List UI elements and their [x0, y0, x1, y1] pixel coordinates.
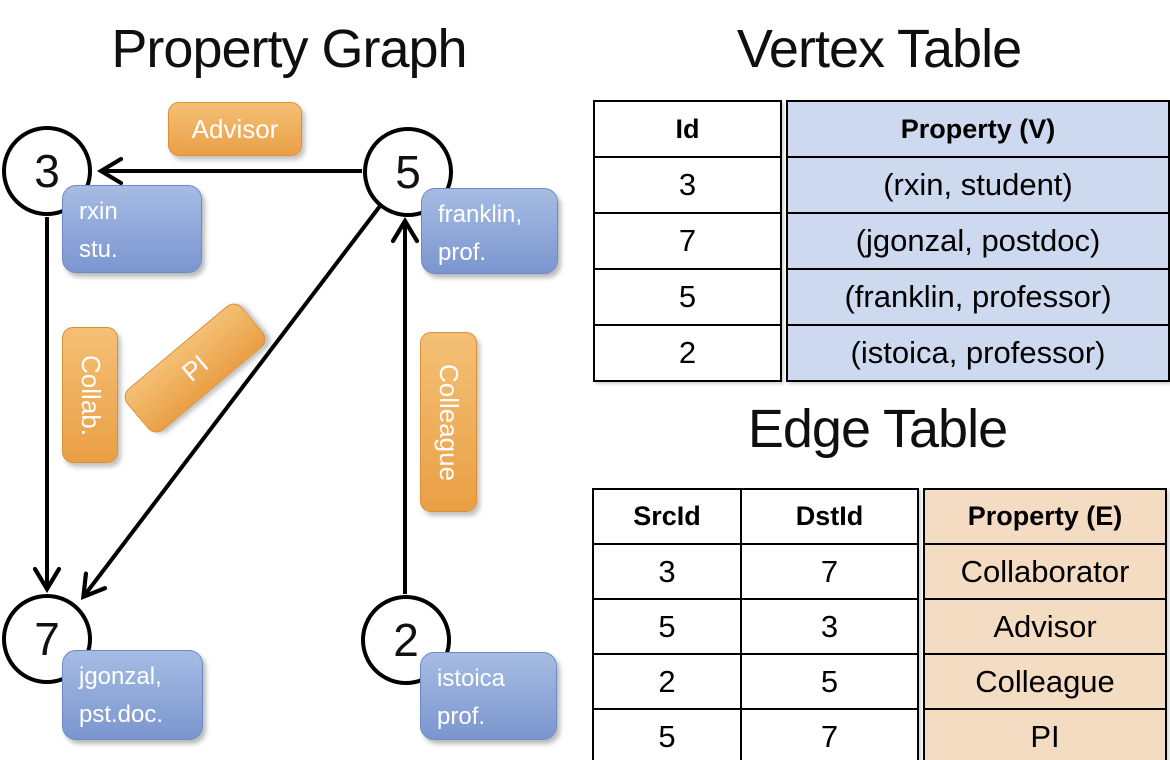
edge-table-srcid-cell: 5: [658, 608, 676, 644]
vertex-table-property-cell: (istoica, professor): [788, 324, 1168, 380]
edge-table-property-cell: PI: [925, 708, 1165, 760]
vertex-table-id-cell: 2: [595, 324, 780, 380]
vertex-table-header-id: Id: [675, 113, 700, 144]
edge-table-id-row: 2 5: [594, 653, 917, 708]
vertex-table-id-cell: 7: [595, 212, 780, 268]
vertex-label-7-line1: jgonzal,: [79, 663, 162, 690]
graph-node-5: 5: [363, 127, 453, 217]
vertex-table-property-column: Property (V) (rxin, student) (jgonzal, p…: [786, 100, 1170, 382]
edge-table-srcid-cell: 2: [658, 663, 676, 699]
vertex-label-3: rxin stu.: [62, 185, 202, 273]
node-5-id: 5: [395, 146, 421, 198]
edge-table-dstid-cell: 5: [740, 655, 917, 708]
edge-table-id-row: 3 7: [594, 543, 917, 598]
node-7-id: 7: [34, 613, 60, 665]
edge-table-srcid-cell: 3: [658, 553, 676, 589]
edge-table-property-cell: Collaborator: [925, 543, 1165, 598]
vertex-label-3-line2: stu.: [79, 235, 118, 263]
vertex-label-5: franklin, prof.: [421, 188, 558, 274]
graph-edges-layer: [0, 0, 590, 760]
edge-table-property-cell: Colleague: [925, 653, 1165, 708]
graph-node-2: 2: [361, 595, 451, 685]
vertex-table-property-cell: (jgonzal, postdoc): [788, 212, 1168, 268]
edge-table-dstid-cell: 3: [740, 600, 917, 653]
vertex-table-property-cell: (rxin, student): [788, 156, 1168, 212]
vertex-label-2-line2: prof.: [437, 702, 486, 730]
node-2-id: 2: [393, 614, 419, 666]
edge-table-header-srcid: SrcId: [633, 501, 701, 531]
node-3-id: 3: [34, 145, 60, 197]
edge-line-pi-5-to-7: [84, 204, 382, 596]
vertex-table-title: Vertex Table: [736, 19, 1022, 79]
edge-table-header-property: Property (E): [967, 501, 1123, 531]
edge-table-header-dstid: DstId: [740, 490, 917, 543]
vertex-table-id-cell: 5: [595, 268, 780, 324]
edge-table-id-row: 5 3: [594, 598, 917, 653]
edge-label-advisor: Advisor: [168, 102, 302, 156]
edge-table-srcid-cell: 5: [658, 718, 676, 754]
vertex-table-id-cell: 3: [595, 156, 780, 212]
vertex-label-3-line1: rxin: [79, 198, 118, 225]
edge-table-property-column: Property (E) Collaborator Advisor Collea…: [923, 488, 1167, 760]
vertex-label-5-line2: prof.: [438, 238, 487, 266]
vertex-label-2: istoica prof.: [420, 652, 557, 740]
property-graph-title: Property Graph: [111, 19, 467, 79]
edge-table-id-columns: SrcId DstId 3 7 5 3 2 5 5 7: [592, 488, 919, 760]
edge-label-colleague: Colleague: [420, 332, 477, 512]
vertex-label-7-line2: pst.doc.: [79, 700, 164, 728]
vertex-table-id-column: Id 3 7 5 2: [593, 100, 782, 382]
edge-table-header-row: SrcId DstId: [594, 490, 917, 543]
edge-label-collab-text: Collab.: [75, 354, 106, 436]
vertex-label-2-line1: istoica: [437, 665, 506, 692]
edge-label-colleague-text: Colleague: [434, 363, 464, 481]
vertex-label-7: jgonzal, pst.doc.: [62, 650, 203, 740]
edge-table-dstid-cell: 7: [740, 710, 917, 760]
edge-table-dstid-cell: 7: [740, 545, 917, 598]
edge-table-property-cell: Advisor: [925, 598, 1165, 653]
edge-table-title: Edge Table: [747, 399, 1008, 459]
vertex-table-header-property: Property (V): [900, 113, 1056, 144]
edge-table-id-row: 5 7: [594, 708, 917, 760]
vertex-table-property-cell: (franklin, professor): [788, 268, 1168, 324]
edge-label-collab: Collab.: [62, 327, 118, 463]
vertex-label-5-line1: franklin,: [438, 201, 523, 228]
